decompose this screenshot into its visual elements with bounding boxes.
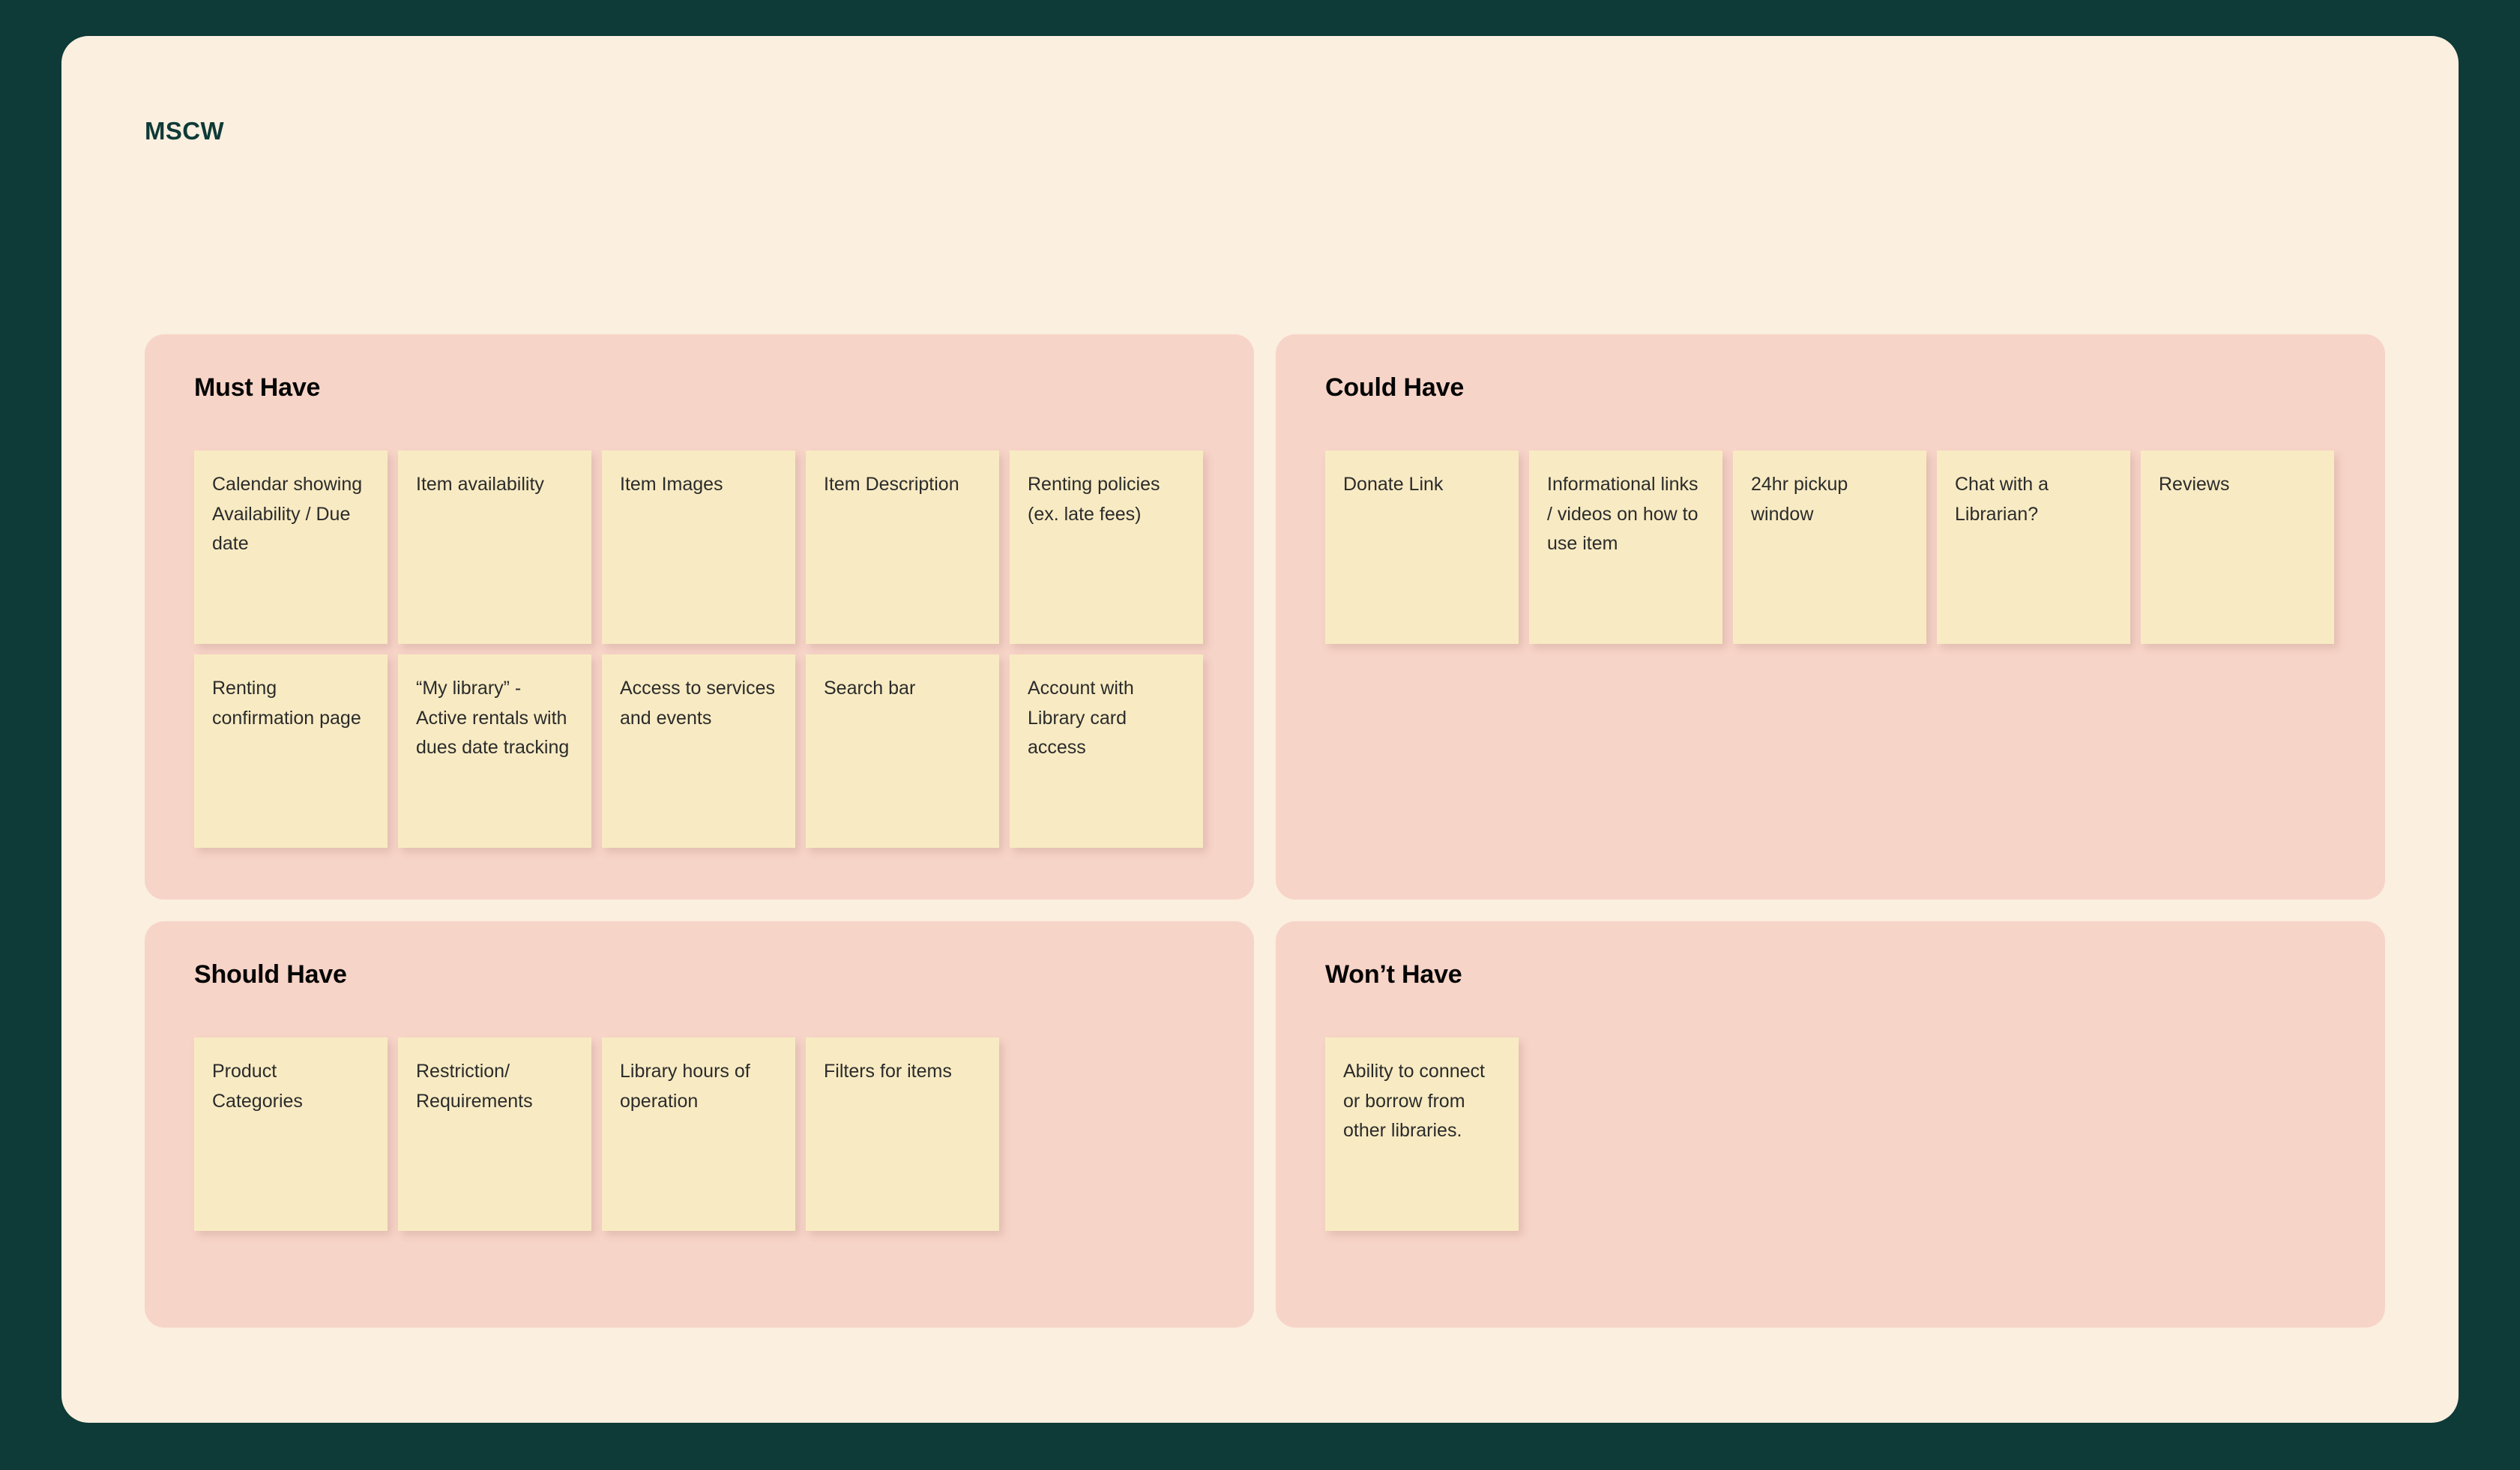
- sticky-note[interactable]: Search bar: [806, 654, 999, 848]
- notes-area-should-have: Product Categories Restriction/ Requirem…: [194, 1037, 1232, 1231]
- sticky-note[interactable]: Reviews: [2141, 451, 2334, 644]
- sticky-note[interactable]: Donate Link: [1325, 451, 1519, 644]
- quadrant-must-have[interactable]: Must Have Calendar showing Availability …: [145, 334, 1254, 900]
- board-canvas: MSCW Must Have Calendar showing Availabi…: [61, 36, 2459, 1423]
- sticky-note-text: Reviews: [2159, 474, 2230, 495]
- sticky-note-text: Item Images: [620, 474, 723, 495]
- sticky-note[interactable]: Library hours of operation: [602, 1037, 795, 1231]
- sticky-note-text: Search bar: [824, 678, 916, 699]
- sticky-note[interactable]: Account with Library card access: [1010, 654, 1203, 848]
- sticky-note-text: Chat with a Librarian?: [1955, 474, 2049, 525]
- sticky-note-text: Access to services and events: [620, 678, 776, 729]
- sticky-note-text: Library hours of operation: [620, 1061, 750, 1112]
- sticky-note[interactable]: 24hr pickup window: [1733, 451, 1926, 644]
- sticky-note-text: Informational links / videos on how to u…: [1547, 474, 1698, 554]
- sticky-note[interactable]: Item availability: [398, 451, 591, 644]
- quadrant-title-wont-have: Won’t Have: [1325, 960, 1462, 989]
- sticky-note[interactable]: Chat with a Librarian?: [1937, 451, 2130, 644]
- sticky-note-text: Item availability: [416, 474, 544, 495]
- sticky-note-text: 24hr pickup window: [1751, 474, 1848, 525]
- sticky-note-text: “My library” - Active rentals with dues …: [416, 678, 570, 758]
- sticky-note[interactable]: Access to services and events: [602, 654, 795, 848]
- quadrant-title-must-have: Must Have: [194, 373, 321, 402]
- quadrant-title-could-have: Could Have: [1325, 373, 1465, 402]
- sticky-note-text: Ability to connect or borrow from other …: [1343, 1061, 1485, 1141]
- sticky-note-text: Donate Link: [1343, 474, 1444, 495]
- quadrant-should-have[interactable]: Should Have Product Categories Restricti…: [145, 921, 1254, 1328]
- sticky-note-text: Product Categories: [212, 1061, 303, 1112]
- quadrant-title-should-have: Should Have: [194, 960, 347, 989]
- quadrant-wont-have[interactable]: Won’t Have Ability to connect or borrow …: [1276, 921, 2385, 1328]
- sticky-note-text: Renting policies (ex. late fees): [1028, 474, 1160, 525]
- sticky-note[interactable]: Item Description: [806, 451, 999, 644]
- sticky-note[interactable]: Product Categories: [194, 1037, 388, 1231]
- sticky-note[interactable]: Restriction/ Requirements: [398, 1037, 591, 1231]
- sticky-note-text: Account with Library card access: [1028, 678, 1134, 758]
- page-title: MSCW: [145, 117, 225, 145]
- sticky-note[interactable]: Item Images: [602, 451, 795, 644]
- sticky-note-text: Restriction/ Requirements: [416, 1061, 533, 1112]
- sticky-note[interactable]: Informational links / videos on how to u…: [1529, 451, 1722, 644]
- sticky-note[interactable]: Renting policies (ex. late fees): [1010, 451, 1203, 644]
- moscow-quadrant-grid: Must Have Calendar showing Availability …: [145, 334, 2385, 1328]
- sticky-note[interactable]: Calendar showing Availability / Due date: [194, 451, 388, 644]
- notes-area-wont-have: Ability to connect or borrow from other …: [1325, 1037, 2363, 1231]
- sticky-note[interactable]: Ability to connect or borrow from other …: [1325, 1037, 1519, 1231]
- sticky-note[interactable]: Filters for items: [806, 1037, 999, 1231]
- sticky-note[interactable]: Renting confirmation page: [194, 654, 388, 848]
- sticky-note-text: Filters for items: [824, 1061, 952, 1082]
- notes-area-must-have: Calendar showing Availability / Due date…: [194, 451, 1232, 848]
- sticky-note[interactable]: “My library” - Active rentals with dues …: [398, 654, 591, 848]
- sticky-note-text: Calendar showing Availability / Due date: [212, 474, 363, 554]
- sticky-note-text: Item Description: [824, 474, 959, 495]
- quadrant-could-have[interactable]: Could Have Donate Link Informational lin…: [1276, 334, 2385, 900]
- sticky-note-text: Renting confirmation page: [212, 678, 361, 729]
- notes-area-could-have: Donate Link Informational links / videos…: [1325, 451, 2363, 644]
